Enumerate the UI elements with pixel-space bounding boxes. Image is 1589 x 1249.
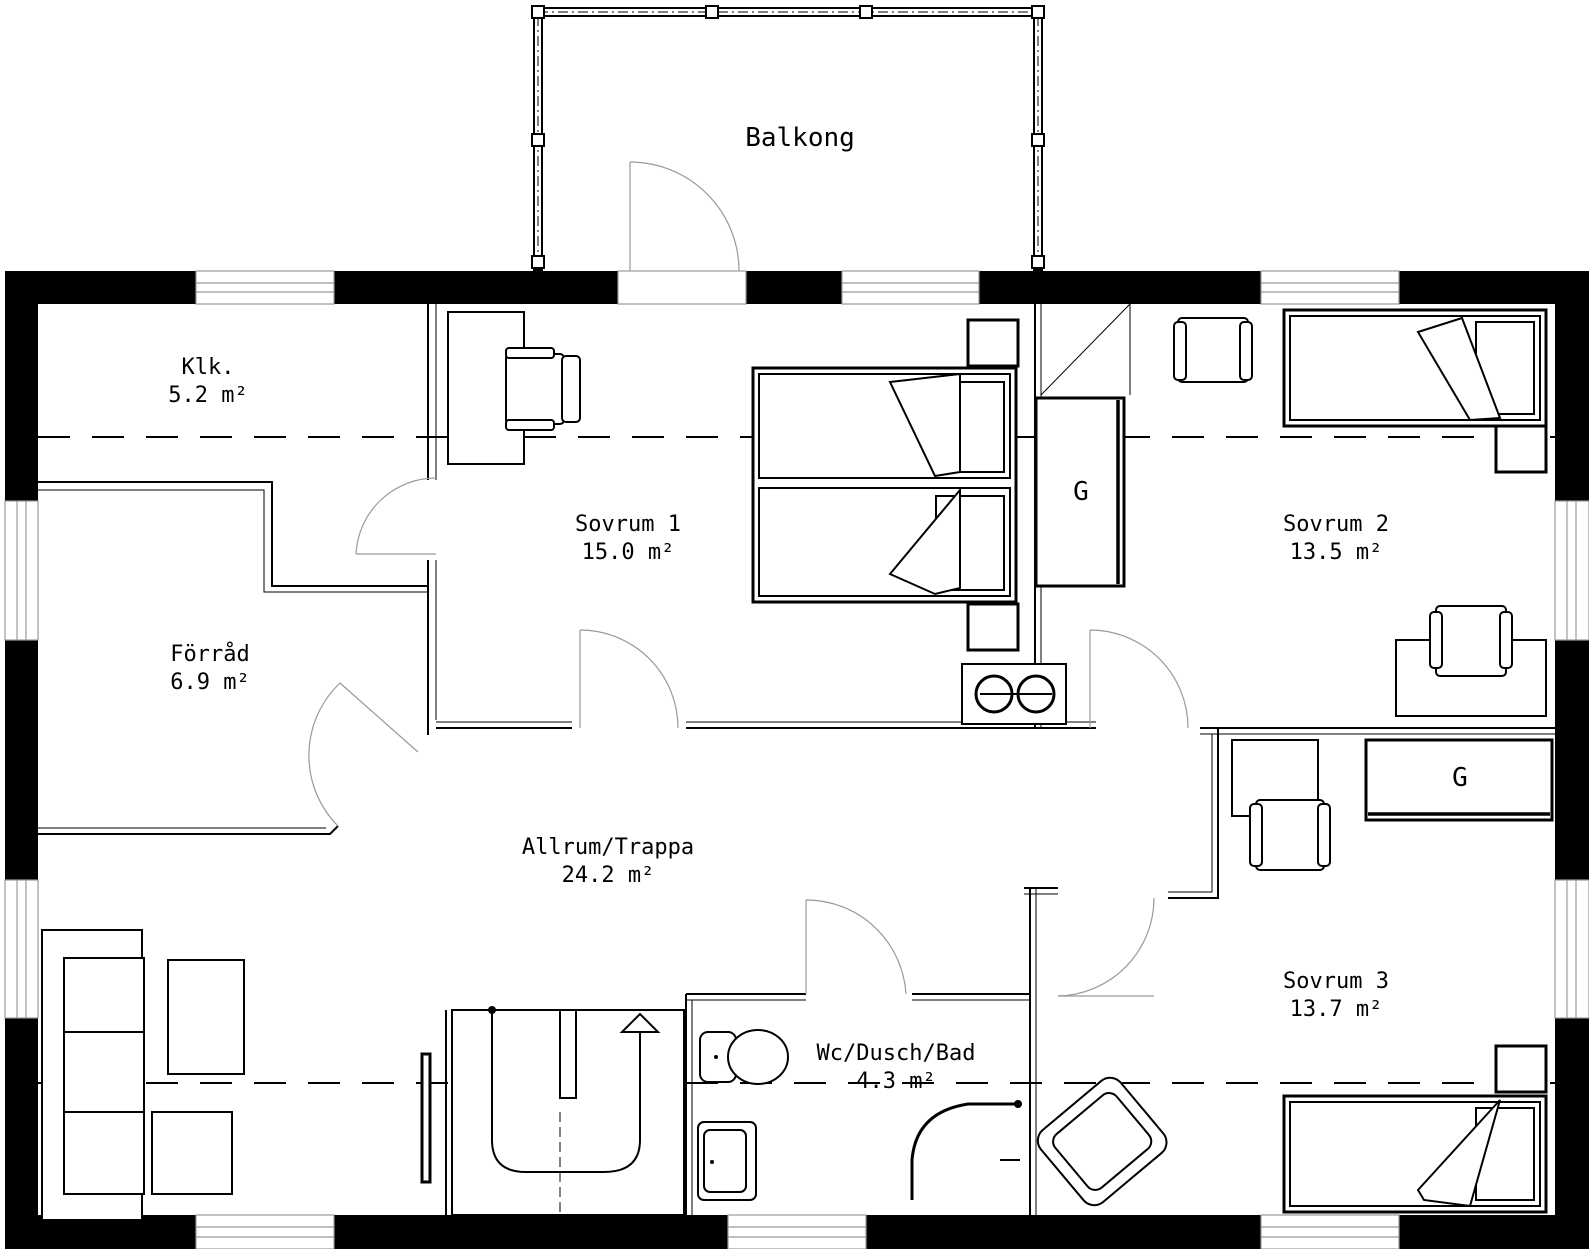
room-name-klk: Klk. xyxy=(182,355,235,380)
doors xyxy=(308,161,1189,997)
room-area-wc: 4.3 m² xyxy=(856,1069,935,1094)
sovrum2-furniture: G xyxy=(1034,308,1548,717)
exterior-walls xyxy=(5,271,1589,1249)
windows xyxy=(4,270,1589,1249)
sovrum3-furniture: G xyxy=(1036,738,1554,1214)
room-labels: Balkong Klk. 5.2 m² Förråd 6.9 m² Sovrum… xyxy=(168,123,1389,1094)
wc-furniture xyxy=(697,1029,1022,1201)
room-area-sovrum1: 15.0 m² xyxy=(582,540,675,565)
allrum-furniture xyxy=(41,929,685,1221)
room-name-sovrum1: Sovrum 1 xyxy=(575,512,681,537)
room-name-wc: Wc/Dusch/Bad xyxy=(817,1041,976,1066)
interior-walls xyxy=(38,303,1555,1215)
room-name-sovrum2: Sovrum 2 xyxy=(1283,512,1389,537)
room-area-allrum: 24.2 m² xyxy=(562,863,655,888)
sovrum1-furniture xyxy=(447,311,1067,725)
room-area-sovrum2: 13.5 m² xyxy=(1290,540,1383,565)
room-name-sovrum3: Sovrum 3 xyxy=(1283,969,1389,994)
room-area-klk: 5.2 m² xyxy=(168,383,247,408)
room-name-allrum: Allrum/Trappa xyxy=(522,835,694,860)
room-name-forrad: Förråd xyxy=(170,641,249,667)
room-area-forrad: 6.9 m² xyxy=(170,670,249,695)
wardrobe-label-b: G xyxy=(1452,763,1468,793)
wardrobe-label-a: G xyxy=(1073,477,1089,507)
balcony xyxy=(531,5,1045,271)
room-name-balkong: Balkong xyxy=(745,123,855,153)
room-area-sovrum3: 13.7 m² xyxy=(1290,997,1383,1022)
